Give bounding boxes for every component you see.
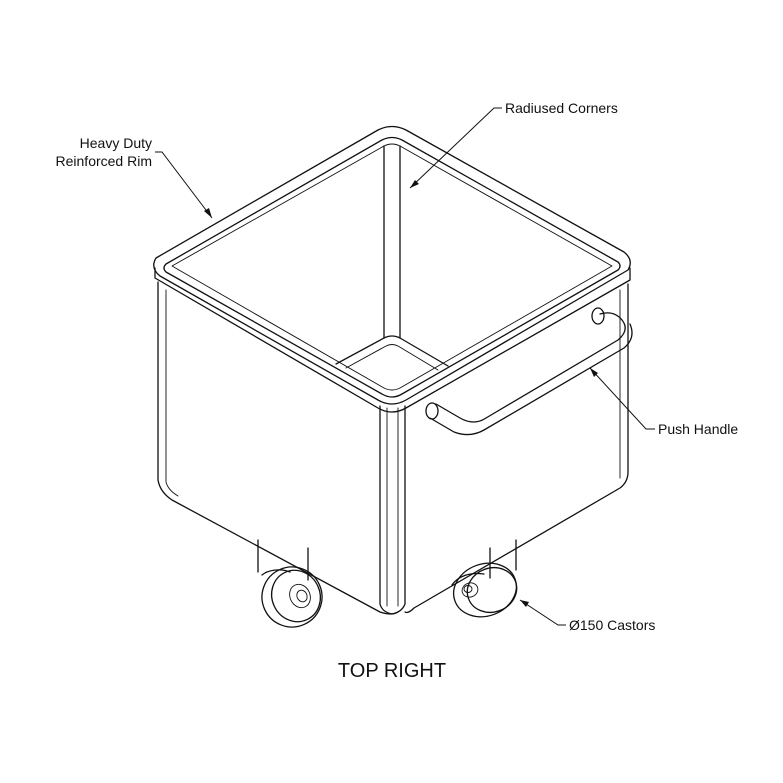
rim-callout-line1: Heavy Duty	[80, 135, 152, 151]
castors-leader	[519, 599, 566, 626]
handle-leader	[589, 367, 655, 430]
view-title: TOP RIGHT	[338, 660, 446, 682]
handle-callout: Push Handle	[658, 421, 738, 437]
rim	[153, 125, 631, 413]
rim-callout-line2: Reinforced Rim	[56, 153, 152, 169]
corners-leader	[409, 107, 502, 189]
corners-callout: Radiused Corners	[505, 100, 618, 116]
rear-castor	[257, 539, 323, 628]
push-handle	[425, 307, 633, 436]
bin-body	[157, 281, 629, 615]
bin-interior	[335, 145, 449, 371]
rim-leader	[155, 151, 213, 219]
castors-callout: Ø150 Castors	[569, 617, 655, 633]
